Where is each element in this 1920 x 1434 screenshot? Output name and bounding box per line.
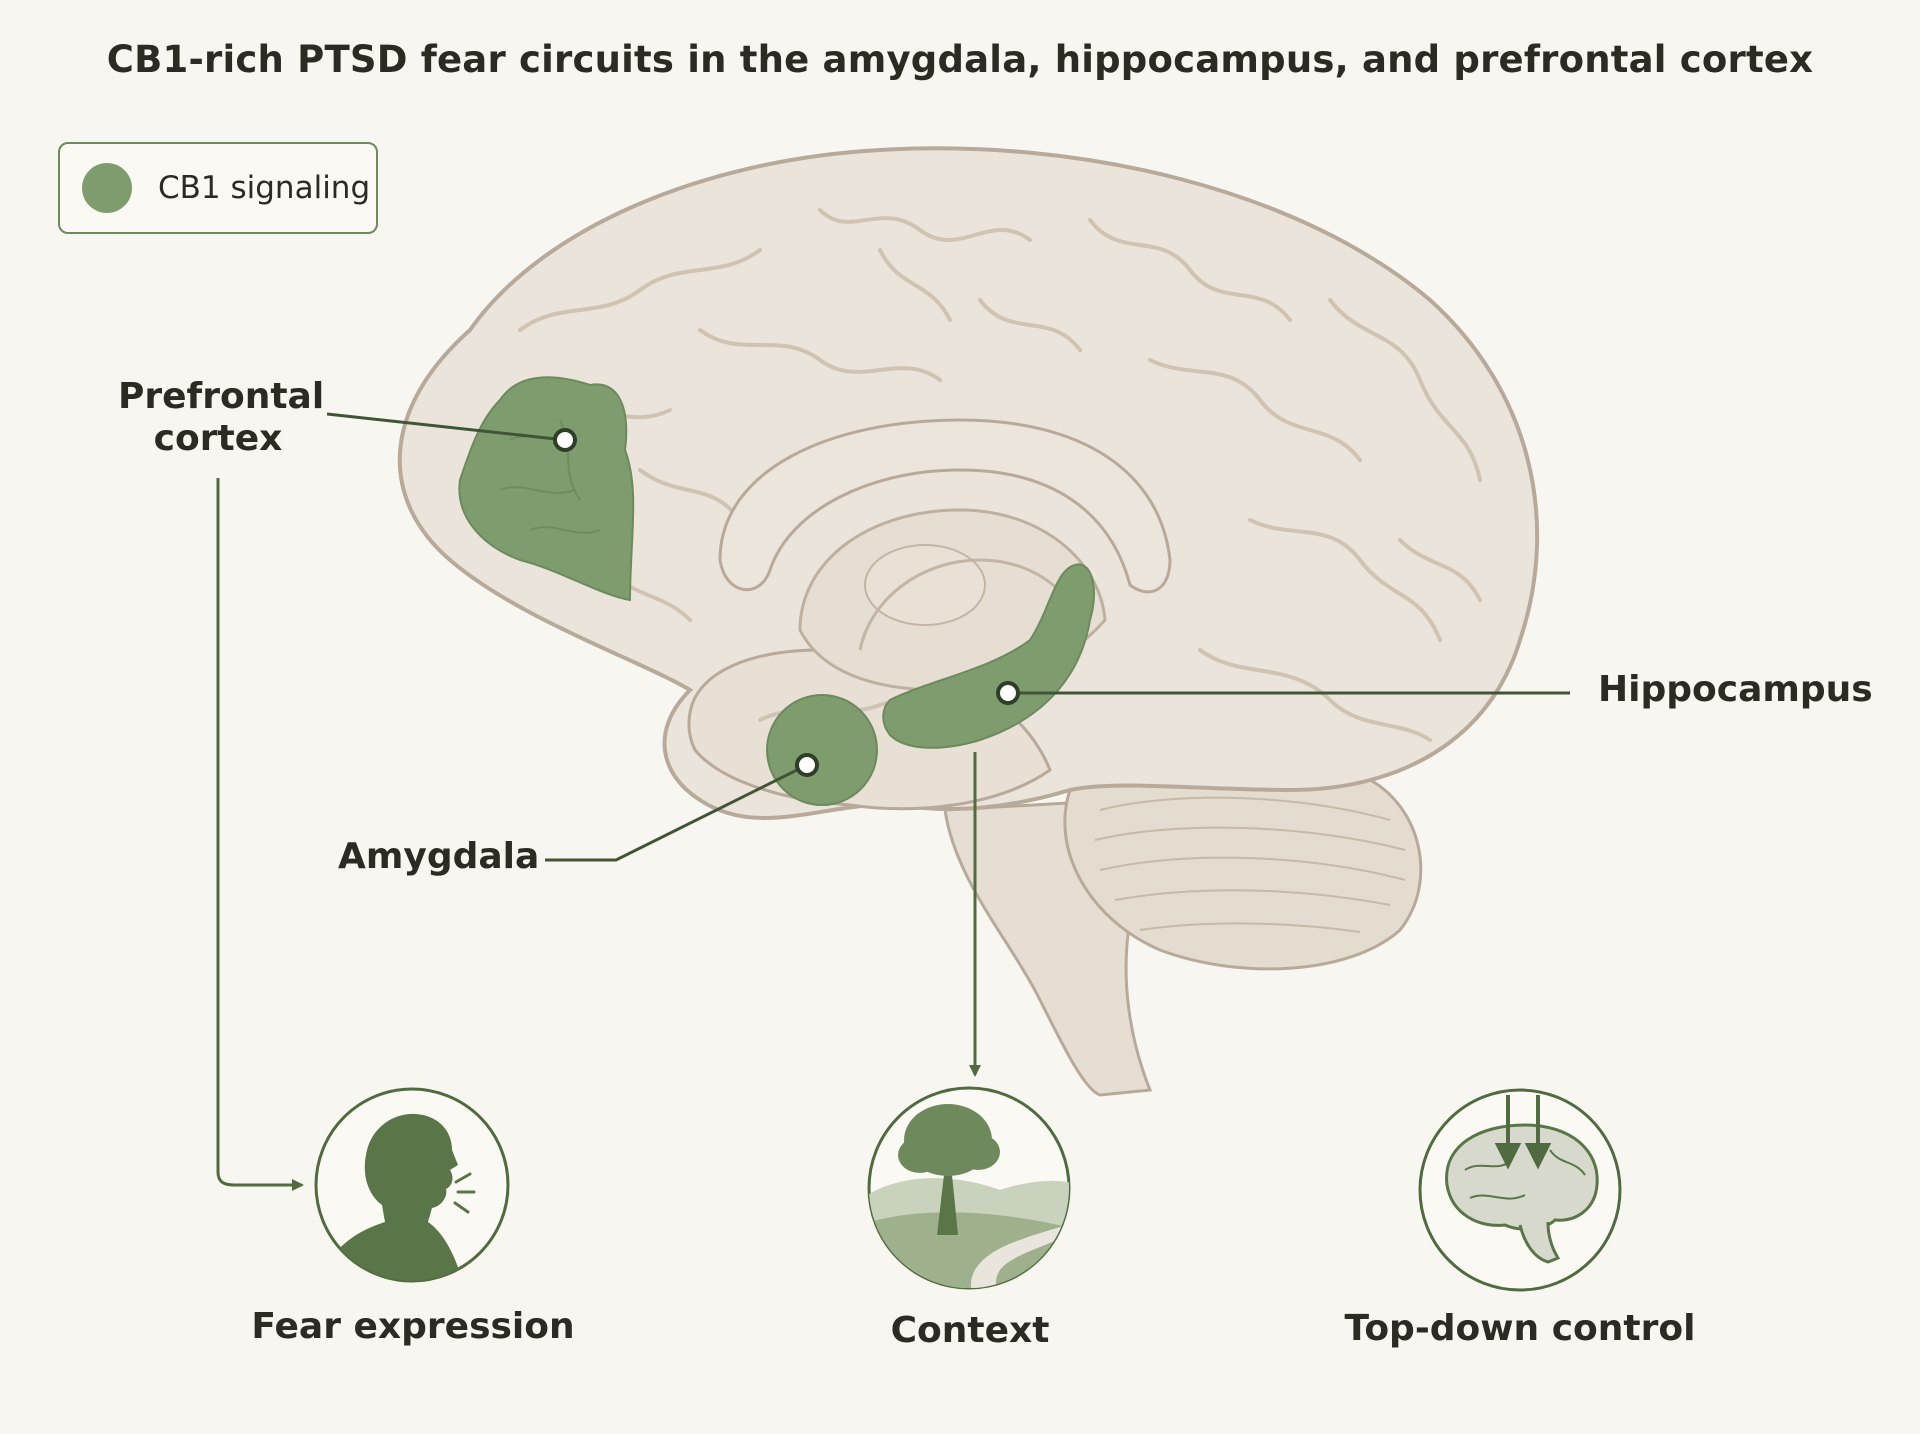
diagram-title: CB1-rich PTSD fear circuits in the amygd… [106,38,1814,81]
anchor-dots [553,428,1020,777]
prefrontal-leader [326,412,566,442]
hippocampus-anchor-dot [996,681,1020,705]
top-down-control-label: Top-down control [1344,1308,1696,1349]
cerebrum [397,146,1540,820]
leader-lines [326,412,1570,862]
person-shouting-icon [314,1087,510,1283]
cerebellum-folia [1094,796,1406,933]
hippocampus-label: Hippocampus [1598,669,1873,710]
prefrontal-to-fear-arrow [216,478,304,1191]
amygdala-leader [545,763,808,862]
hippocampus-region [882,563,1095,749]
corpus-callosum [718,418,1172,594]
legend: CB1 signaling [58,142,378,234]
context-label: Context [890,1310,1050,1351]
prefrontal-label-line1: Prefrontal [118,376,325,417]
prefrontal-label-line2: cortex [153,418,283,460]
legend-swatch [82,163,132,213]
amygdala-anchor-dot [795,753,819,777]
tree-landscape-icon [867,1086,1071,1290]
amygdala-region [766,694,878,806]
amygdala-label: Amygdala [338,836,540,877]
brain-arrows-icon [1418,1088,1622,1292]
thalamus [864,544,986,626]
prefrontal-cortex-label: Prefrontal cortex [118,376,325,461]
prefrontal-anchor-dot [553,428,577,452]
legend-label: CB1 signaling [158,170,371,206]
fear-expression-label: Fear expression [251,1306,575,1347]
